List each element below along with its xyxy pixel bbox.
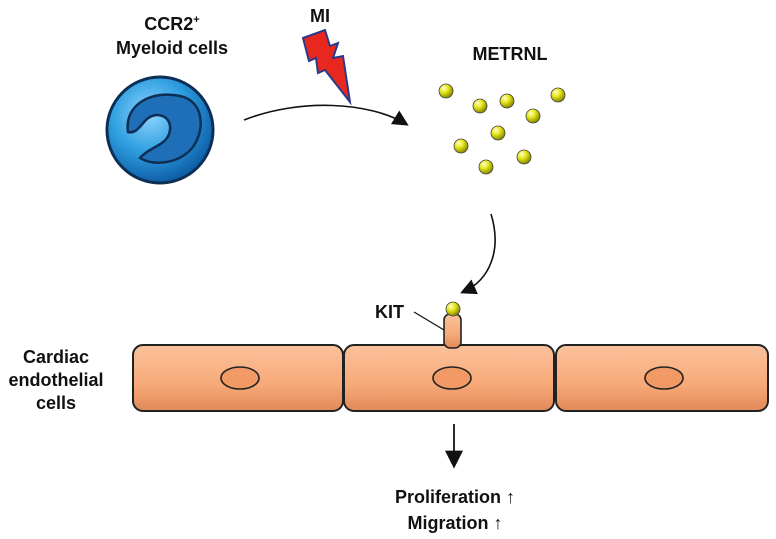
lightning-icon <box>301 28 352 106</box>
kit-leader-line <box>413 311 445 331</box>
metrnl-particle <box>438 83 454 99</box>
cell-label-line1: CCR2 <box>144 14 194 34</box>
secretion-arrow <box>243 104 409 126</box>
outcome-line2: Migration ↑ <box>407 513 503 533</box>
endothelial-nucleus <box>220 366 260 390</box>
mi-label: MI <box>310 6 330 26</box>
outcome-line1: Proliferation ↑ <box>394 487 515 507</box>
metrnl-label: METRNL <box>472 44 548 64</box>
metrnl-particles <box>438 83 566 175</box>
kit-receptor <box>443 301 462 349</box>
metrnl-particle <box>453 138 469 154</box>
metrnl-particle <box>550 87 566 103</box>
metrnl-particle <box>472 98 488 114</box>
endothelial-cell-label: Cardiac endothelial cells <box>0 346 112 415</box>
endothelial-nucleus <box>644 366 684 390</box>
bound-metrnl-particle <box>445 301 461 317</box>
myeloid-cell-icon <box>105 75 215 185</box>
metrnl-particle <box>478 159 494 175</box>
endo-label-line3: cells <box>35 393 77 413</box>
cell-label-line2: Myeloid cells <box>115 38 229 58</box>
endo-label-line1: Cardiac <box>22 347 90 367</box>
cell-label-superscript: + <box>193 14 200 26</box>
metrnl-particle <box>499 93 515 109</box>
kit-label: KIT <box>375 302 404 322</box>
endo-label-line2: endothelial <box>8 370 104 390</box>
metrnl-particle <box>516 149 532 165</box>
metrnl-particle <box>525 108 541 124</box>
endothelial-nucleus <box>432 366 472 390</box>
outcome-label: Proliferation ↑ Migration ↑ <box>370 484 540 536</box>
binding-arrow <box>460 213 496 295</box>
endothelial-cells <box>132 344 769 412</box>
metrnl-particle <box>490 125 506 141</box>
myeloid-cell-label: CCR2+ Myeloid cells <box>112 8 232 60</box>
